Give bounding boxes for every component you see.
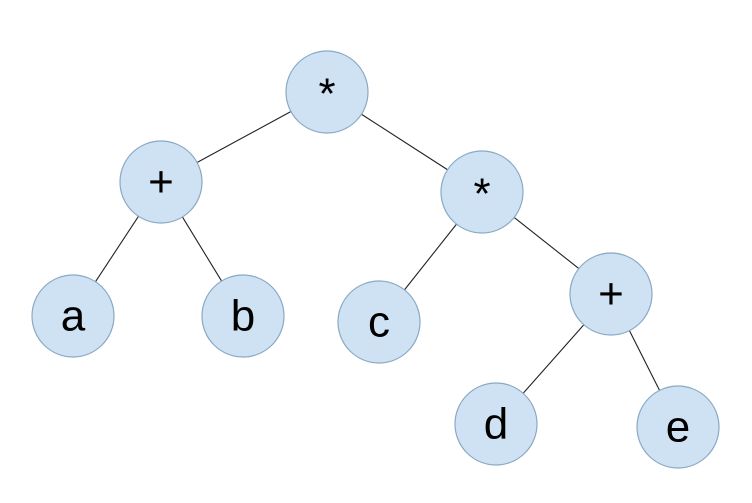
node-plus-right: + — [569, 252, 653, 336]
node-circle-root — [285, 50, 369, 134]
node-label-plus-left: + — [148, 158, 174, 207]
node-circle-leaf-e — [636, 385, 720, 469]
node-leaf-e: e — [636, 385, 720, 469]
node-leaf-c: c — [337, 280, 421, 364]
node-label-leaf-d: d — [484, 400, 508, 449]
node-label-root: * — [318, 70, 335, 119]
node-label-times-right: * — [473, 170, 490, 219]
node-circle-leaf-b — [201, 274, 285, 358]
node-root: * — [285, 50, 369, 134]
edge-plus-left-to-leaf-b — [181, 216, 223, 282]
node-leaf-b: b — [201, 274, 285, 358]
node-leaf-a: a — [31, 274, 115, 358]
node-circle-plus-left — [119, 140, 203, 224]
node-circle-leaf-a — [31, 274, 115, 358]
node-times-right: * — [440, 150, 524, 234]
node-label-leaf-e: e — [666, 403, 690, 452]
tree-edges — [95, 111, 661, 394]
edge-plus-right-to-leaf-e — [628, 330, 661, 391]
node-label-leaf-a: a — [61, 292, 86, 341]
edge-times-right-to-plus-right — [513, 216, 580, 270]
node-circle-times-right — [440, 150, 524, 234]
edge-times-right-to-leaf-c — [404, 223, 457, 291]
tree-nodes: * + * a b c + d e — [31, 50, 720, 469]
node-leaf-d: d — [454, 382, 538, 466]
edge-root-to-plus-left — [196, 111, 292, 163]
node-circle-leaf-d — [454, 382, 538, 466]
node-label-leaf-b: b — [231, 292, 255, 341]
node-plus-left: + — [119, 140, 203, 224]
node-circle-leaf-c — [337, 280, 421, 364]
node-label-leaf-c: c — [368, 298, 390, 347]
edge-plus-left-to-leaf-a — [95, 215, 139, 283]
edge-root-to-times-right — [361, 113, 448, 171]
node-circle-plus-right — [569, 252, 653, 336]
node-label-plus-right: + — [598, 270, 624, 319]
edge-plus-right-to-leaf-d — [522, 324, 585, 394]
